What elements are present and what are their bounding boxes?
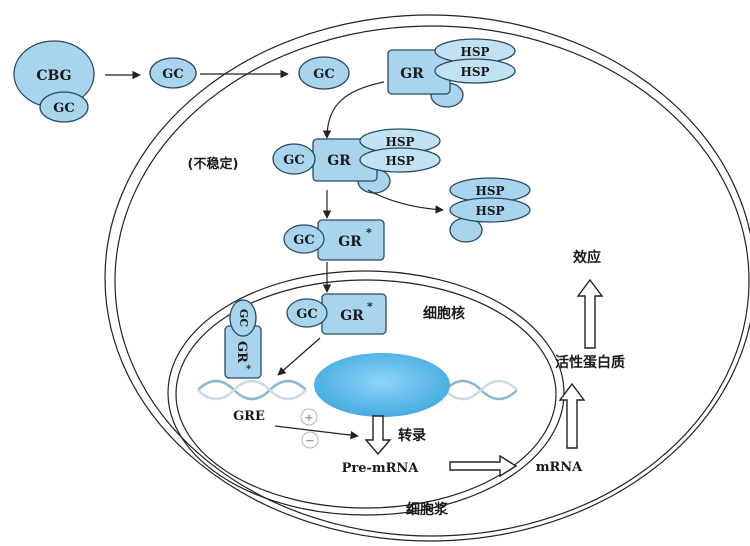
minus-symbol: − (305, 434, 314, 447)
released-hsp: HSP HSP (449, 177, 531, 243)
dna-helix (197, 353, 518, 417)
plus-symbol: + (304, 411, 313, 424)
gc-blob-free (149, 57, 197, 89)
arrow-bind-gr (322, 81, 385, 139)
gr-hsp-complex: GR HSP HSP (387, 38, 516, 108)
gc-blob-nuc (286, 298, 328, 328)
dna-chromatin (314, 353, 450, 417)
gc-blob-cytoplasm (298, 56, 350, 90)
arrow-to-gre (277, 337, 321, 376)
export-arrow (449, 454, 518, 478)
cytoplasm-label: 细胞浆 (406, 501, 449, 518)
complex-hsp-label-1: HSP (385, 135, 414, 149)
gc-gr-hsp-complex: GR GC HSP HSP (272, 128, 441, 194)
released-hsp-label-1: HSP (475, 184, 504, 198)
gc-label-nuc: GC (296, 307, 317, 322)
gc-label-free: GC (162, 67, 183, 82)
unstable-label: (不稳定) (188, 156, 239, 172)
gre-label: GRE (233, 409, 265, 424)
dna-strand-4 (444, 379, 518, 401)
nucleus-label: 细胞核 (423, 305, 465, 322)
gr-star-mark-vert: * (246, 364, 252, 375)
arrow-hsp-release (367, 189, 444, 214)
gc-label-cytoplasm: GC (313, 67, 334, 82)
released-hsp-label-2: HSP (475, 204, 504, 218)
active-protein-label: 活性蛋白质 (555, 354, 625, 371)
arrow-gre-regulate (274, 425, 359, 440)
plus-symbol-circle (300, 408, 318, 426)
gr-star-label-cyto: GR (338, 234, 362, 250)
gr-star-mark-nuc: * (367, 300, 373, 313)
transcription-label: 转录 (398, 427, 426, 444)
gr-star-label-vert: GR (234, 341, 249, 363)
hsp-blob-2 (434, 58, 516, 84)
gc-gr-star-cytoplasm: GR * GC (283, 219, 385, 261)
gc-blob-bound (39, 91, 89, 123)
complex-gc-label: GC (283, 153, 304, 168)
effect-label: 效应 (573, 249, 601, 266)
complex-gr-label: GR (327, 153, 351, 169)
free-gc: GC (149, 57, 197, 89)
gc-blob-vert (229, 299, 257, 337)
nucleus-membrane-outer (167, 270, 565, 516)
gr-star-label-nuc: GR (340, 308, 364, 324)
gc-label-bound: GC (53, 101, 74, 116)
minus-symbol-circle (301, 431, 319, 449)
released-hsp-blob-2 (449, 197, 531, 223)
dna-strand-2 (197, 379, 307, 401)
cell-membrane-outer (104, 14, 750, 542)
gr-star-mark-cyto: * (366, 226, 372, 239)
transcription-arrow (364, 415, 392, 456)
hsp-label-1: HSP (460, 45, 489, 59)
gc-gr-star-nucleus: GR * GC (286, 293, 387, 335)
cbg-label: CBG (36, 68, 71, 84)
complex-gc-blob (272, 143, 316, 175)
mrna-label: mRNA (536, 460, 583, 475)
gc-blob-cyto-active (283, 224, 325, 254)
effect-arrow (576, 278, 604, 349)
cell-membrane-inner (114, 25, 750, 537)
hsp-label-2: HSP (460, 65, 489, 79)
cbg-gc-complex: CBG GC (13, 40, 95, 123)
dna-strand-1 (197, 379, 307, 401)
cytoplasm-gc: GC (298, 56, 350, 90)
pre-mrna-label: Pre-mRNA (342, 461, 420, 476)
translation-arrow (558, 382, 586, 449)
gr-label: GR (400, 66, 424, 82)
complex-hsp-label-2: HSP (385, 154, 414, 168)
nucleus-membrane-inner (175, 279, 557, 509)
gc-gr-star-vertical: GR * GC (224, 299, 262, 379)
gc-label-vert: GC (237, 309, 250, 327)
complex-hsp-blob-2 (359, 147, 441, 173)
gc-label-cyto-active: GC (293, 233, 314, 248)
